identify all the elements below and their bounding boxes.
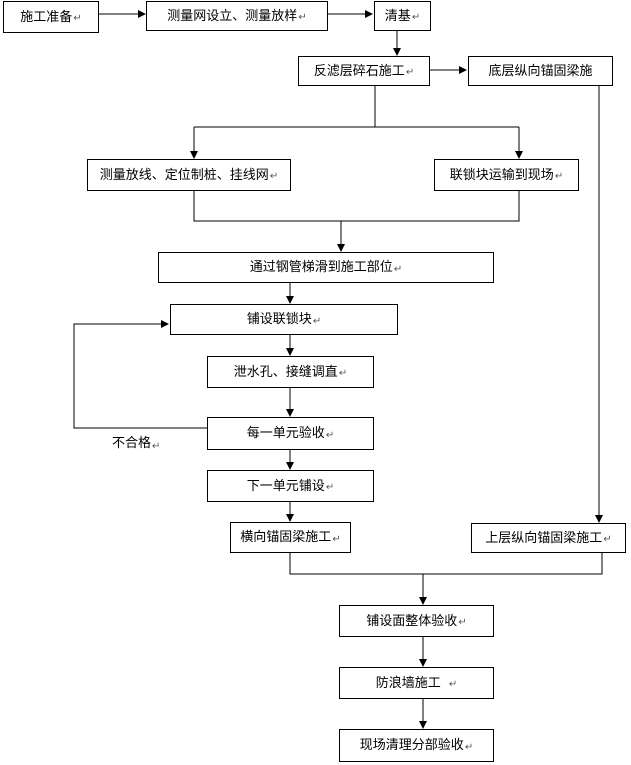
step-slide-pipe: 通过钢管梯滑到施工部位↵ bbox=[158, 252, 494, 283]
step-prep: 施工准备↵ bbox=[3, 1, 99, 33]
connector-horizontal-anchor-down bbox=[289, 553, 603, 575]
paragraph-mark: ↵ bbox=[73, 13, 82, 24]
step-filter-layer-label: 反滤层碎石施工 bbox=[313, 63, 405, 79]
step-lay-blocks: 铺设联锁块↵ bbox=[170, 304, 398, 335]
step-top-anchor: 上层纵向锚固梁施工↵ bbox=[471, 523, 626, 553]
paragraph-mark: ↵ bbox=[448, 679, 458, 690]
paragraph-mark: ↵ bbox=[405, 67, 415, 78]
paragraph-mark: ↵ bbox=[393, 263, 403, 275]
step-drain-holes: 泄水孔、接缝调直↵ bbox=[207, 356, 374, 388]
paragraph-mark: ↵ bbox=[325, 482, 335, 493]
paragraph-mark: ↵ bbox=[325, 429, 335, 441]
step-top-anchor-label: 上层纵向锚固梁施工 bbox=[485, 530, 603, 546]
paragraph-mark: ↵ bbox=[458, 617, 467, 628]
paragraph-mark: ↵ bbox=[298, 12, 307, 23]
step-filter-layer: 反滤层碎石施工↵ bbox=[298, 56, 430, 86]
paragraph-mark: ↵ bbox=[269, 171, 279, 182]
paragraph-mark: ↵ bbox=[338, 368, 348, 379]
step-horizontal-anchor-label: 横向锚固梁施工 bbox=[240, 530, 332, 545]
fail-label: 不合格↵ bbox=[112, 436, 161, 452]
step-horizontal-anchor: 横向锚固梁施工↵ bbox=[230, 522, 351, 553]
step-transport-blocks: 联锁块运输到现场↵ bbox=[434, 159, 579, 191]
paragraph-mark: ↵ bbox=[554, 171, 564, 182]
step-drain-holes-label: 泄水孔、接缝调直 bbox=[233, 364, 338, 380]
step-transport-blocks-label: 联锁块运输到现场 bbox=[449, 167, 554, 183]
paragraph-mark: ↵ bbox=[464, 741, 474, 753]
step-clear-base-label: 清基 bbox=[384, 8, 411, 24]
step-site-cleanup: 现场清理分部验收↵ bbox=[339, 729, 494, 762]
step-survey-stake-label: 测量放线、定位制桩、挂线网 bbox=[99, 167, 269, 183]
step-next-unit-label: 下一单元铺设 bbox=[246, 478, 325, 494]
step-clear-base: 清基↵ bbox=[374, 1, 431, 31]
paragraph-mark: ↵ bbox=[411, 12, 421, 23]
fail-label-text: 不合格 bbox=[112, 436, 152, 451]
step-site-cleanup-label: 现场清理分部验收 bbox=[359, 738, 464, 753]
step-survey-setup-label: 测量网设立、测量放样 bbox=[167, 8, 298, 24]
step-unit-accept-label: 每一单元验收 bbox=[246, 426, 325, 441]
paragraph-mark: ↵ bbox=[152, 441, 161, 452]
connector-fail-loop bbox=[73, 320, 207, 429]
step-overall-accept: 铺设面整体验收↵ bbox=[339, 605, 494, 637]
paragraph-mark: ↵ bbox=[603, 534, 612, 545]
step-wave-wall: 防浪墙施工 ↵ bbox=[339, 667, 494, 699]
paragraph-mark: ↵ bbox=[332, 533, 341, 545]
step-survey-setup: 测量网设立、测量放样↵ bbox=[146, 1, 328, 31]
step-slide-pipe-label: 通过钢管梯滑到施工部位 bbox=[249, 260, 393, 275]
step-unit-accept: 每一单元验收↵ bbox=[207, 417, 374, 450]
step-lay-blocks-label: 铺设联锁块 bbox=[246, 312, 312, 327]
connector-filter-layer-split bbox=[194, 85, 376, 128]
step-bottom-anchor: 底层纵向锚固梁施 bbox=[468, 56, 613, 86]
step-wave-wall-label: 防浪墙施工 bbox=[375, 675, 441, 691]
step-bottom-anchor-label: 底层纵向锚固梁施 bbox=[488, 63, 593, 79]
step-prep-label: 施工准备 bbox=[20, 9, 73, 25]
step-overall-accept-label: 铺设面整体验收 bbox=[366, 613, 458, 629]
step-survey-stake: 测量放线、定位制桩、挂线网↵ bbox=[87, 159, 291, 191]
paragraph-mark: ↵ bbox=[312, 315, 322, 327]
step-next-unit: 下一单元铺设↵ bbox=[207, 470, 374, 502]
connector-survey-stake-down bbox=[193, 191, 520, 222]
